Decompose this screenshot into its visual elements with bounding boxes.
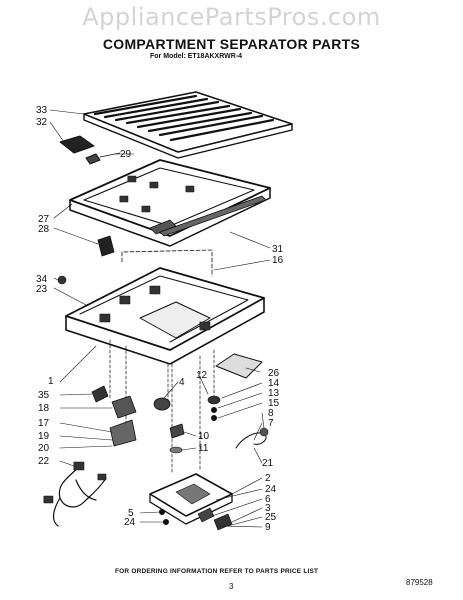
callout-32: 32 [36,117,48,128]
damper-10 [169,423,185,439]
knob-4 [153,397,171,411]
callout-10: 10 [198,431,210,442]
page-number: 3 [229,582,234,591]
callout-19: 19 [38,431,50,442]
callout-13: 13 [268,388,280,399]
separator-frame [69,159,271,247]
callout-21: 21 [262,458,274,469]
callout-5: 5 [128,508,134,519]
callout-28: 28 [38,224,50,235]
callout-9: 9 [265,522,271,533]
callout-15: 15 [268,398,280,409]
callout-14: 14 [268,378,280,389]
bulb-8 [259,427,269,437]
screw-34 [57,275,67,285]
watermark: AppliancePartsPros.com [82,3,381,31]
callout-12: 12 [196,370,208,381]
callout-18: 18 [38,403,50,414]
page-title: COMPARTMENT SEPARATOR PARTS [102,36,361,52]
model-line: For Model: ET18AKXRWR-4 [150,53,243,60]
callout-34: 34 [36,274,48,285]
grille-plate [83,91,293,159]
clip-part [85,152,121,165]
connector-6 [197,507,215,523]
washer-15 [211,415,217,421]
callout-6: 6 [265,494,271,505]
nut-14 [207,395,221,405]
callout-8: 8 [268,408,274,419]
callout-16: 16 [272,255,284,266]
callout-33: 33 [36,105,48,116]
callout-31: 31 [272,244,284,255]
callout-1: 1 [48,376,54,387]
thermostat-35 [91,385,109,403]
separator-housing [65,267,265,365]
callout-4: 4 [179,377,185,388]
bracket-26 [215,353,263,379]
connector-3 [213,513,233,531]
callout-24-left: 24 [124,517,136,528]
ordering-note: FOR ORDERING INFORMATION REFER TO PARTS … [115,568,319,575]
gasket-strip [159,195,267,237]
control-19 [109,419,137,447]
callout-29: 29 [120,149,132,160]
callout-7: 7 [268,418,274,429]
callout-26: 26 [268,368,280,379]
block-part [97,235,115,257]
callout-11: 11 [198,443,209,454]
callout-27: 27 [38,214,50,225]
diagram-code: 879528 [406,578,433,587]
switch-18 [111,395,137,419]
callout-24-right: 24 [265,484,277,495]
callout-35: 35 [38,390,50,401]
callout-17: 17 [38,418,50,429]
callout-25: 25 [265,512,277,523]
washer-13 [211,407,217,413]
washer-11 [169,446,183,454]
callout-22: 22 [38,456,50,467]
callout-20: 20 [38,443,50,454]
callout-23: 23 [36,284,48,295]
callout-labels: 33 32 29 27 28 31 16 34 23 1 12 26 4 14 … [36,105,284,533]
wire-harness [43,461,107,527]
callout-3: 3 [265,503,271,514]
label-sticker [59,135,95,154]
callout-2: 2 [265,473,271,484]
